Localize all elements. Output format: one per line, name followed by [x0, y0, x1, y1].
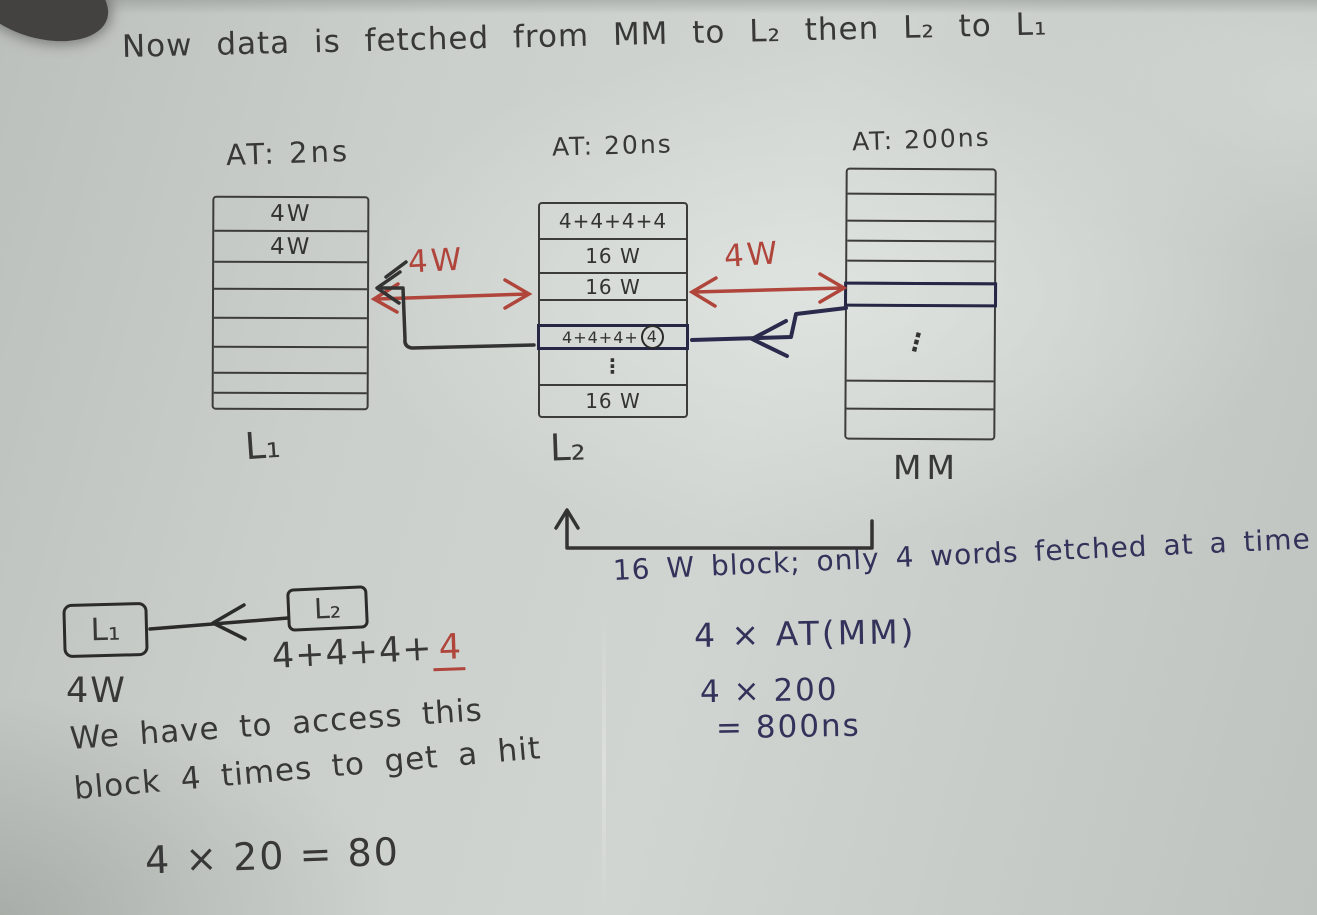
mm-ellipsis-row: ⋮ [846, 304, 994, 383]
paper-crease [602, 610, 606, 915]
l1-row [213, 347, 367, 375]
block-size-bracket [554, 508, 874, 550]
l2-cache-table: 4+4+4+4 16 W 16 W 4+4+4+ 4 ⋮ 16 W [537, 202, 689, 418]
l2-access-sum: 4+4+4+4 [270, 627, 466, 680]
mm-to-l2-block-arrow [690, 306, 848, 358]
l1-l2-transfer-arrow [370, 278, 533, 314]
l1-row: 4W [214, 231, 368, 264]
l1-row: 4W [214, 197, 368, 233]
l1-row [213, 289, 368, 320]
l2-row: 16 W [540, 240, 686, 274]
l2-row: 4+4+4+4 [540, 204, 686, 240]
l2-row [540, 301, 686, 326]
l2-access-calculation: 4 × 20 = 80 [144, 829, 401, 883]
l1-access-time-label: AT: 2ns [225, 133, 351, 173]
l1-cache-table: 4W 4W [211, 195, 370, 411]
mm-calc-formula: 4 × AT(MM) [693, 612, 917, 655]
main-memory-label: MM [893, 448, 960, 487]
l2-mm-transfer-width-label: 4W [722, 235, 782, 275]
l2-access-sum-black: 4+4+4+ [270, 628, 434, 677]
l2-to-l1-summary-arrow [148, 603, 290, 641]
mm-row [846, 381, 994, 411]
summary-l2-box-label: L₂ [313, 591, 342, 626]
corner-shadow-blob [0, 0, 119, 56]
l1-row [214, 262, 368, 291]
l2-row: 16 W [540, 274, 686, 301]
l2-highlighted-block-row: 4+4+4+ 4 [537, 324, 689, 350]
mm-calc-substitution: 4 × 200 [699, 671, 839, 711]
mm-calc-result: = 800ns [715, 707, 862, 747]
l1-row [213, 318, 367, 349]
l1-l2-transfer-width-label: 4W [407, 241, 466, 281]
l2-circled-word-count: 4 [640, 325, 664, 349]
mm-row [847, 221, 995, 243]
title-note: Now data is fetched from MM to L₂ then L… [121, 6, 1048, 65]
l2-row: 16 W [585, 389, 641, 413]
l1-row [214, 394, 367, 409]
l2-cache-label: L₂ [549, 425, 587, 470]
l1-cache-label: L₁ [243, 422, 282, 469]
l2-highlighted-block-text: 4+4+4+ [562, 327, 639, 347]
l1-word-size-note: 4W [66, 671, 127, 711]
mm-row [846, 410, 993, 439]
mm-row [847, 241, 995, 263]
summary-l1-box: L₁ [62, 601, 149, 659]
l2-mm-transfer-arrow [688, 272, 848, 308]
l2-ellipsis-row: ⋮ [540, 348, 686, 386]
l2-access-time-label: AT: 20ns [551, 129, 674, 162]
mm-ellipsis-dots: ⋮ [900, 325, 934, 360]
l2-access-sum-red-term: 4 [431, 627, 466, 671]
block-fetch-note: 16 W block; only 4 words fetched at a ti… [612, 522, 1312, 587]
main-memory-table: ⋮ [843, 167, 998, 441]
summary-l2-box: L₂ [286, 585, 369, 632]
mm-highlighted-block-row [843, 281, 998, 308]
paper-top-shadow [0, 0, 1317, 14]
mm-row [847, 169, 995, 196]
l1-row [213, 373, 367, 395]
mm-access-time-label: AT: 200ns [851, 122, 992, 157]
mm-row [847, 194, 995, 223]
summary-l1-box-label: L₁ [90, 611, 121, 649]
